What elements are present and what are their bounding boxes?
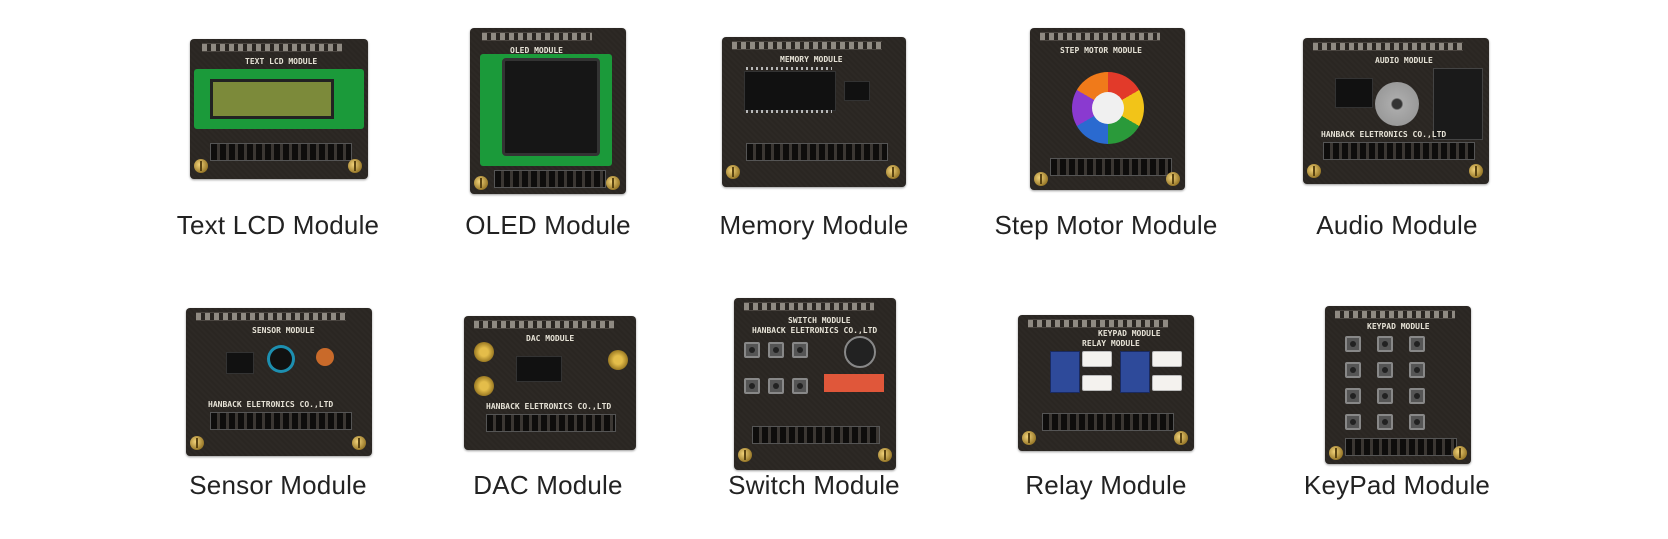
board-silkscreen-label: SWITCH MODULE <box>788 316 851 325</box>
board-silkscreen-label-2: RELAY MODULE <box>1082 339 1140 348</box>
keypad-module-board: KEYPAD MODULE <box>1325 306 1471 464</box>
board-silkscreen-label: OLED MODULE <box>510 46 563 55</box>
board-silkscreen-label: KEYPAD MODULE <box>1367 322 1430 331</box>
board-silkscreen-label: STEP MOTOR MODULE <box>1060 46 1142 55</box>
module-caption: Audio Module <box>1316 210 1478 240</box>
module-caption: Memory Module <box>719 210 909 240</box>
dip-switch <box>824 374 884 392</box>
switch-module-board: SWITCH MODULE HANBACK ELETRONICS CO.,LTD <box>734 298 896 470</box>
memory-module-board: MEMORY MODULE <box>722 37 906 187</box>
relay-module-board: KEYPAD MODULE RELAY MODULE <box>1018 315 1194 451</box>
board-silkscreen-label-2: HANBACK ELETRONICS CO.,LTD <box>208 400 334 409</box>
audio-module-board: AUDIO MODULE HANBACK ELETRONICS CO.,LTD <box>1303 38 1489 184</box>
module-caption: KeyPad Module <box>1303 470 1491 500</box>
step-motor-module-board: STEP MOTOR MODULE <box>1030 28 1185 190</box>
module-caption: Sensor Module <box>189 470 367 500</box>
board-silkscreen-label: TEXT LCD MODULE <box>245 57 318 66</box>
board-silkscreen-label: AUDIO MODULE <box>1375 56 1433 65</box>
module-caption: Step Motor Module <box>994 210 1218 240</box>
module-caption: DAC Module <box>473 470 623 500</box>
board-silkscreen-label: MEMORY MODULE <box>780 55 843 64</box>
module-caption: Text LCD Module <box>176 210 380 240</box>
buzzer <box>1375 82 1419 126</box>
sensor-module-board: SENSOR MODULE HANBACK ELETRONICS CO.,LTD <box>186 308 372 456</box>
board-silkscreen-label: DAC MODULE <box>526 334 575 343</box>
board-silkscreen-label-2: HANBACK ELETRONICS CO.,LTD <box>752 326 878 335</box>
module-caption: OLED Module <box>465 210 631 240</box>
board-silkscreen-label: SENSOR MODULE <box>252 326 315 335</box>
board-silkscreen-label-2: HANBACK ELETRONICS CO.,LTD <box>486 402 612 411</box>
board-silkscreen-label-2: HANBACK ELETRONICS CO.,LTD <box>1321 130 1447 139</box>
oled-module-board: OLED MODULE <box>470 28 626 194</box>
dac-module-board: DAC MODULE HANBACK ELETRONICS CO.,LTD <box>464 316 636 450</box>
module-caption: Relay Module <box>1025 470 1187 500</box>
module-caption: Switch Module <box>728 470 900 500</box>
board-silkscreen-label: KEYPAD MODULE <box>1098 329 1161 338</box>
text-lcd-module-board: TEXT LCD MODULE <box>190 39 368 179</box>
